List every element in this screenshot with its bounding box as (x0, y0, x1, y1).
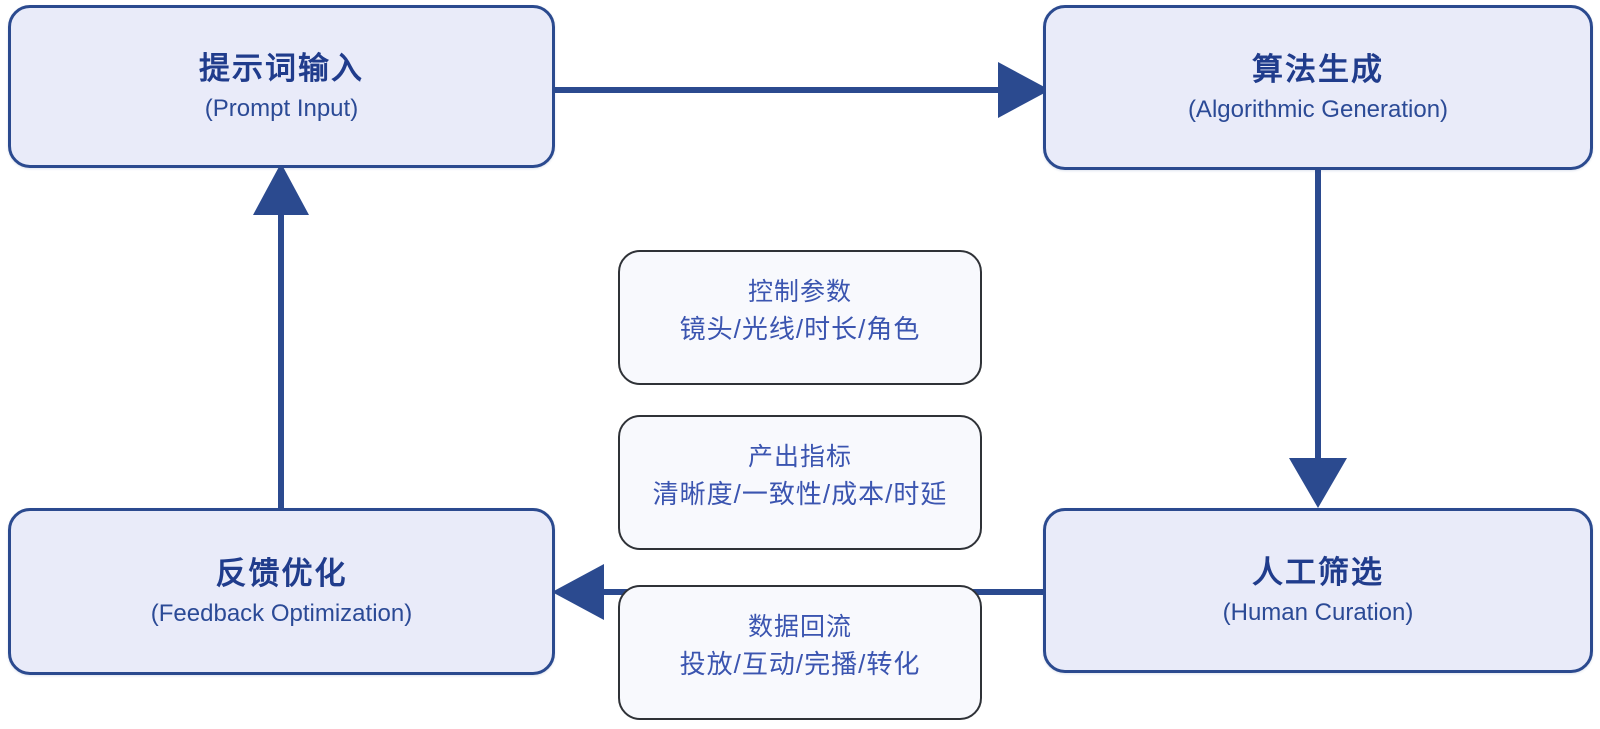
node-title: 算法生成 (1252, 51, 1384, 87)
node-subtitle: (Algorithmic Generation) (1187, 95, 1449, 123)
arrowhead-right-icon (998, 62, 1050, 118)
annotation-control-params: 控制参数 镜头/光线/时长/角色 (618, 250, 982, 385)
node-title: 反馈优化 (215, 555, 348, 591)
annotation-title: 控制参数 (747, 277, 852, 306)
node-subtitle: (Feedback Optimization) (150, 599, 413, 627)
annotation-output-metrics: 产出指标 清晰度/一致性/成本/时延 (618, 415, 982, 550)
annotation-detail: 清晰度/一致性/成本/时延 (652, 478, 948, 509)
annotation-data-backflow: 数据回流 投放/互动/完播/转化 (618, 585, 982, 720)
arrowhead-up-icon (253, 163, 309, 215)
node-subtitle: (Human Curation) (1222, 598, 1414, 626)
node-title: 人工筛选 (1252, 554, 1384, 590)
node-subtitle: (Prompt Input) (204, 94, 359, 122)
node-feedback-optimization: 反馈优化 (Feedback Optimization) (8, 508, 555, 675)
arrow-stem (1315, 170, 1321, 462)
arrow-stem (555, 87, 1000, 93)
node-title: 提示词输入 (199, 50, 364, 86)
annotation-detail: 镜头/光线/时长/角色 (679, 313, 921, 344)
annotation-title: 产出指标 (747, 442, 852, 471)
arrow-stem (278, 213, 284, 508)
annotation-title: 数据回流 (747, 612, 852, 641)
arrowhead-left-icon (552, 564, 604, 620)
node-prompt-input: 提示词输入 (Prompt Input) (8, 5, 555, 168)
arrowhead-down-icon (1289, 458, 1347, 508)
node-human-curation: 人工筛选 (Human Curation) (1043, 508, 1593, 673)
node-algorithmic-generation: 算法生成 (Algorithmic Generation) (1043, 5, 1593, 170)
annotation-detail: 投放/互动/完播/转化 (679, 648, 921, 679)
